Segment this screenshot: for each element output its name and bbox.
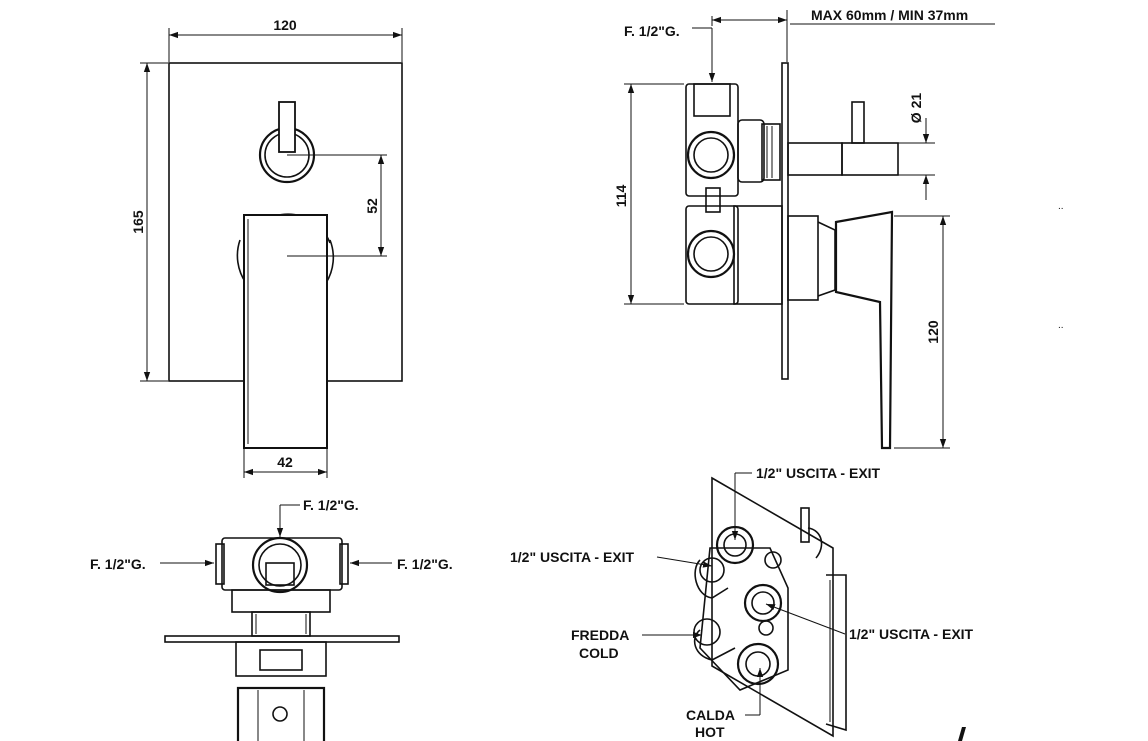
top-inlet-label: F. 1/2"G. xyxy=(303,497,359,513)
front-view: 120 165 52 42 xyxy=(130,17,403,478)
iso-exit-right xyxy=(743,583,783,623)
cold-label-en: COLD xyxy=(579,645,619,661)
dim-body-114: 114 xyxy=(613,184,629,207)
hot-label-it: CALDA xyxy=(686,707,735,723)
mixer-handle xyxy=(243,214,328,449)
dim-height-165: 165 xyxy=(130,210,146,234)
side-inlet-label: F. 1/2"G. xyxy=(624,23,680,39)
iso-exit-right-label: 1/2" USCITA - EXIT xyxy=(849,626,974,642)
top-valve-body xyxy=(221,537,343,591)
iso-exit-top-label: 1/2" USCITA - EXIT xyxy=(756,465,881,481)
valve-body-lower xyxy=(685,205,739,305)
hot-label-en: HOT xyxy=(695,724,725,740)
right-inlet-label: F. 1/2"G. xyxy=(397,556,453,572)
diverter-lever xyxy=(278,101,296,153)
side-connector-upper xyxy=(686,130,736,180)
dim-diameter-21: Ø 21 xyxy=(908,93,924,124)
iso-exit-left-label: 1/2" USCITA - EXIT xyxy=(510,549,635,565)
side-wall-plate xyxy=(781,62,789,380)
partial-mark xyxy=(958,727,966,741)
iso-exit-left xyxy=(699,557,725,583)
top-center-connector xyxy=(251,536,309,594)
side-handle-profile xyxy=(834,210,894,450)
dim-handle-120: 120 xyxy=(925,320,941,344)
top-handle xyxy=(236,686,326,741)
iso-valve-body xyxy=(699,547,789,691)
cold-label-it: FREDDA xyxy=(571,627,629,643)
dot-mark-2: .. xyxy=(1058,320,1064,331)
iso-view: 1/2" USCITA - EXIT 1/2" USCITA - EXIT 1/… xyxy=(510,465,974,740)
side-diverter-spindle xyxy=(787,142,843,176)
side-view: F. 1/2"G. MAX 60mm / MIN 37mm Ø 21 114 1… xyxy=(613,7,995,450)
dim-handle-42: 42 xyxy=(277,454,293,470)
iso-wall-plate xyxy=(711,476,834,738)
iso-hot-inlet xyxy=(736,642,780,686)
left-inlet-label: F. 1/2"G. xyxy=(90,556,146,572)
dot-mark-1: .. xyxy=(1058,201,1064,212)
wall-depth-label: MAX 60mm / MIN 37mm xyxy=(811,7,968,23)
dim-axis-52: 52 xyxy=(364,198,380,214)
top-wall-plate xyxy=(164,635,400,643)
side-connector-lower xyxy=(686,229,736,279)
top-view: F. 1/2"G. F. 1/2"G. F. 1/2"G. xyxy=(90,497,453,741)
dim-width-120: 120 xyxy=(273,17,297,33)
